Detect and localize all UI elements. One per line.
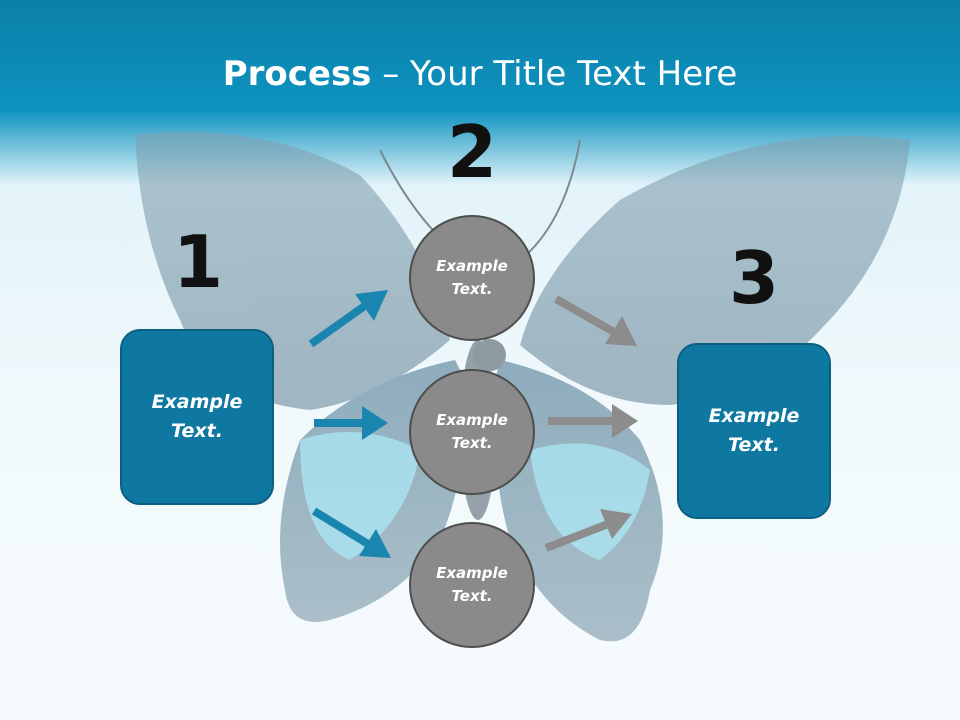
right-process-box[interactable]: Example Text. — [677, 343, 831, 519]
slide-title: Process – Your Title Text Here — [0, 52, 960, 96]
title-bold: Process — [222, 54, 372, 94]
left-box-text: Example Text. — [151, 391, 243, 442]
middle-circle-text: Example Text. — [436, 411, 508, 452]
middle-process-circle[interactable]: Example Text. — [409, 369, 535, 495]
step-number-3: 3 — [728, 236, 780, 320]
top-circle-text: Example Text. — [436, 257, 508, 298]
left-process-box[interactable]: Example Text. — [120, 329, 274, 505]
step-number-2: 2 — [446, 110, 498, 194]
title-rest: – Your Title Text Here — [371, 54, 738, 94]
bottom-process-circle[interactable]: Example Text. — [409, 522, 535, 648]
bottom-circle-text: Example Text. — [436, 564, 508, 605]
right-box-text: Example Text. — [708, 405, 800, 456]
step-number-1: 1 — [172, 220, 224, 304]
top-process-circle[interactable]: Example Text. — [409, 215, 535, 341]
